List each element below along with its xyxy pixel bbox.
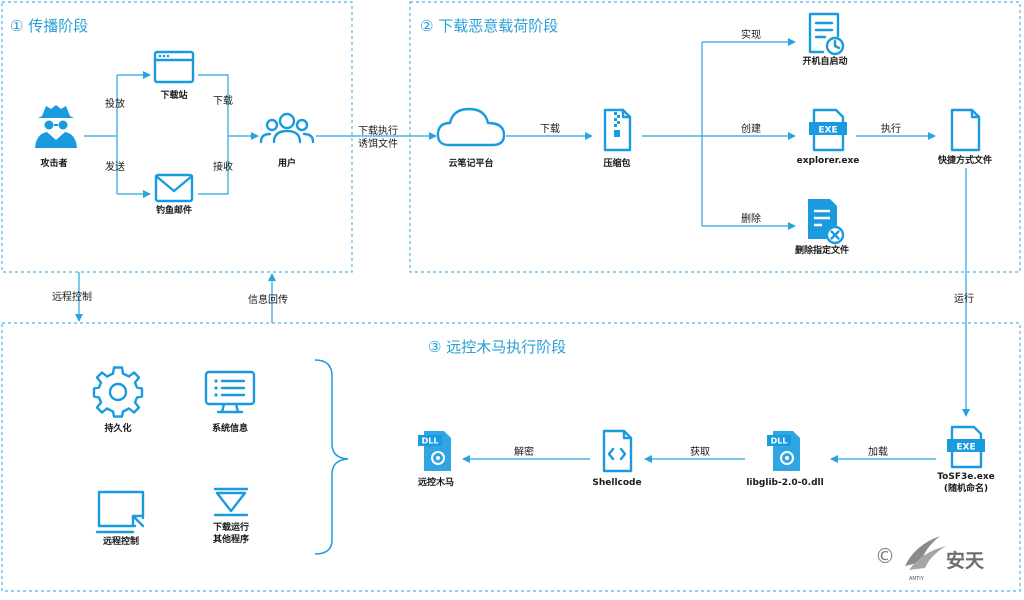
delete-document-icon [808, 199, 845, 245]
label-user: 用户 [277, 157, 296, 169]
stage1-title: ① 传播阶段 [10, 17, 88, 35]
label-phishing-mail: 钓鱼邮件 [156, 204, 192, 216]
label-dl-run-1: 下载运行 [213, 521, 249, 533]
label-dl-run-2: 其他程序 [213, 533, 249, 545]
label-libglib: libglib-2.0-0.dll [746, 478, 823, 488]
antiy-watermark-logo: © ANTIY 安天 [875, 536, 985, 582]
svg-text:DLL: DLL [422, 437, 439, 446]
edge-label-fetch: 获取 [690, 446, 710, 458]
edge-label-send: 发送 [105, 160, 125, 173]
label-rat: 远控木马 [418, 476, 454, 488]
stage1-box [1, 1, 353, 273]
label-download-site: 下载站 [160, 89, 187, 101]
stage2-title: ② 下载恶意载荷阶段 [420, 17, 558, 35]
edge-archive-trunk [642, 42, 703, 226]
edge-attacker-fork [84, 75, 118, 194]
label-tosf3e-1: ToSF3e.exe [937, 472, 995, 482]
zip-file-icon [603, 108, 632, 152]
monitor-list-icon [204, 370, 256, 414]
edge-label-create: 创建 [741, 122, 761, 135]
shortcut-file-icon [950, 108, 981, 152]
code-file-icon [602, 429, 633, 473]
label-tosf3e-2: (随机命名) [944, 482, 988, 494]
edge-label-load: 加载 [868, 446, 888, 458]
gear-icon [92, 366, 144, 418]
label-shortcut: 快捷方式文件 [938, 154, 992, 166]
edge-site-to-user [198, 74, 229, 136]
svg-text:DLL: DLL [771, 437, 788, 446]
svg-text:ANTIY: ANTIY [909, 576, 925, 582]
stage2-box [409, 1, 1021, 273]
edge-label-execute: 执行 [881, 122, 901, 135]
edge-label-download: 下载 [213, 95, 233, 107]
edge-label-bait-2: 诱饵文件 [358, 137, 398, 150]
svg-text:EXE: EXE [956, 443, 975, 453]
mail-icon [154, 173, 194, 203]
edge-label-remote-control: 远程控制 [52, 290, 92, 303]
attacker-icon [35, 105, 77, 148]
label-explorer: explorer.exe [797, 156, 860, 166]
schedule-document-icon [808, 12, 845, 56]
browser-window-icon [153, 50, 195, 84]
edge-label-decrypt: 解密 [514, 445, 534, 458]
label-archive: 压缩包 [603, 157, 630, 169]
label-sysinfo: 系统信息 [212, 422, 248, 434]
label-shellcode: Shellcode [592, 478, 641, 488]
edge-label-implement: 实现 [741, 28, 761, 41]
label-cloud-notes: 云笔记平台 [448, 157, 493, 169]
label-persist: 持久化 [104, 422, 131, 434]
edge-mail-to-user [198, 136, 229, 195]
remote-screen-icon [95, 490, 145, 534]
label-delete-files: 删除指定文件 [795, 244, 849, 256]
edge-label-download2: 下载 [540, 123, 560, 135]
label-remote-ctrl: 远程控制 [103, 535, 139, 547]
dll-file-icon-rat: DLL [418, 431, 451, 471]
exe-file-icon: EXE [809, 108, 847, 152]
download-arrow-icon [213, 487, 249, 517]
exe-file-icon-tosf3e: EXE [947, 425, 985, 469]
label-autostart: 开机自启动 [802, 55, 847, 67]
users-icon [259, 112, 315, 144]
svg-text:EXE: EXE [818, 126, 837, 136]
stage3-title: ③ 远控木马执行阶段 [428, 338, 566, 356]
edge-label-run: 运行 [954, 292, 974, 305]
edge-label-deliver: 投放 [105, 97, 125, 110]
dll-file-icon: DLL [767, 431, 800, 471]
stage3-box [1, 322, 1021, 592]
edge-label-delete: 删除 [741, 212, 761, 225]
svg-text:©: © [875, 544, 895, 568]
cloud-icon [436, 107, 506, 147]
curly-brace [314, 359, 349, 555]
edge-label-bait-1: 下载执行 [358, 124, 398, 137]
edge-label-receive: 接收 [213, 160, 233, 173]
svg-text:安天: 安天 [946, 549, 985, 572]
edge-label-info-return: 信息回传 [248, 293, 288, 306]
label-attacker: 攻击者 [40, 157, 67, 169]
